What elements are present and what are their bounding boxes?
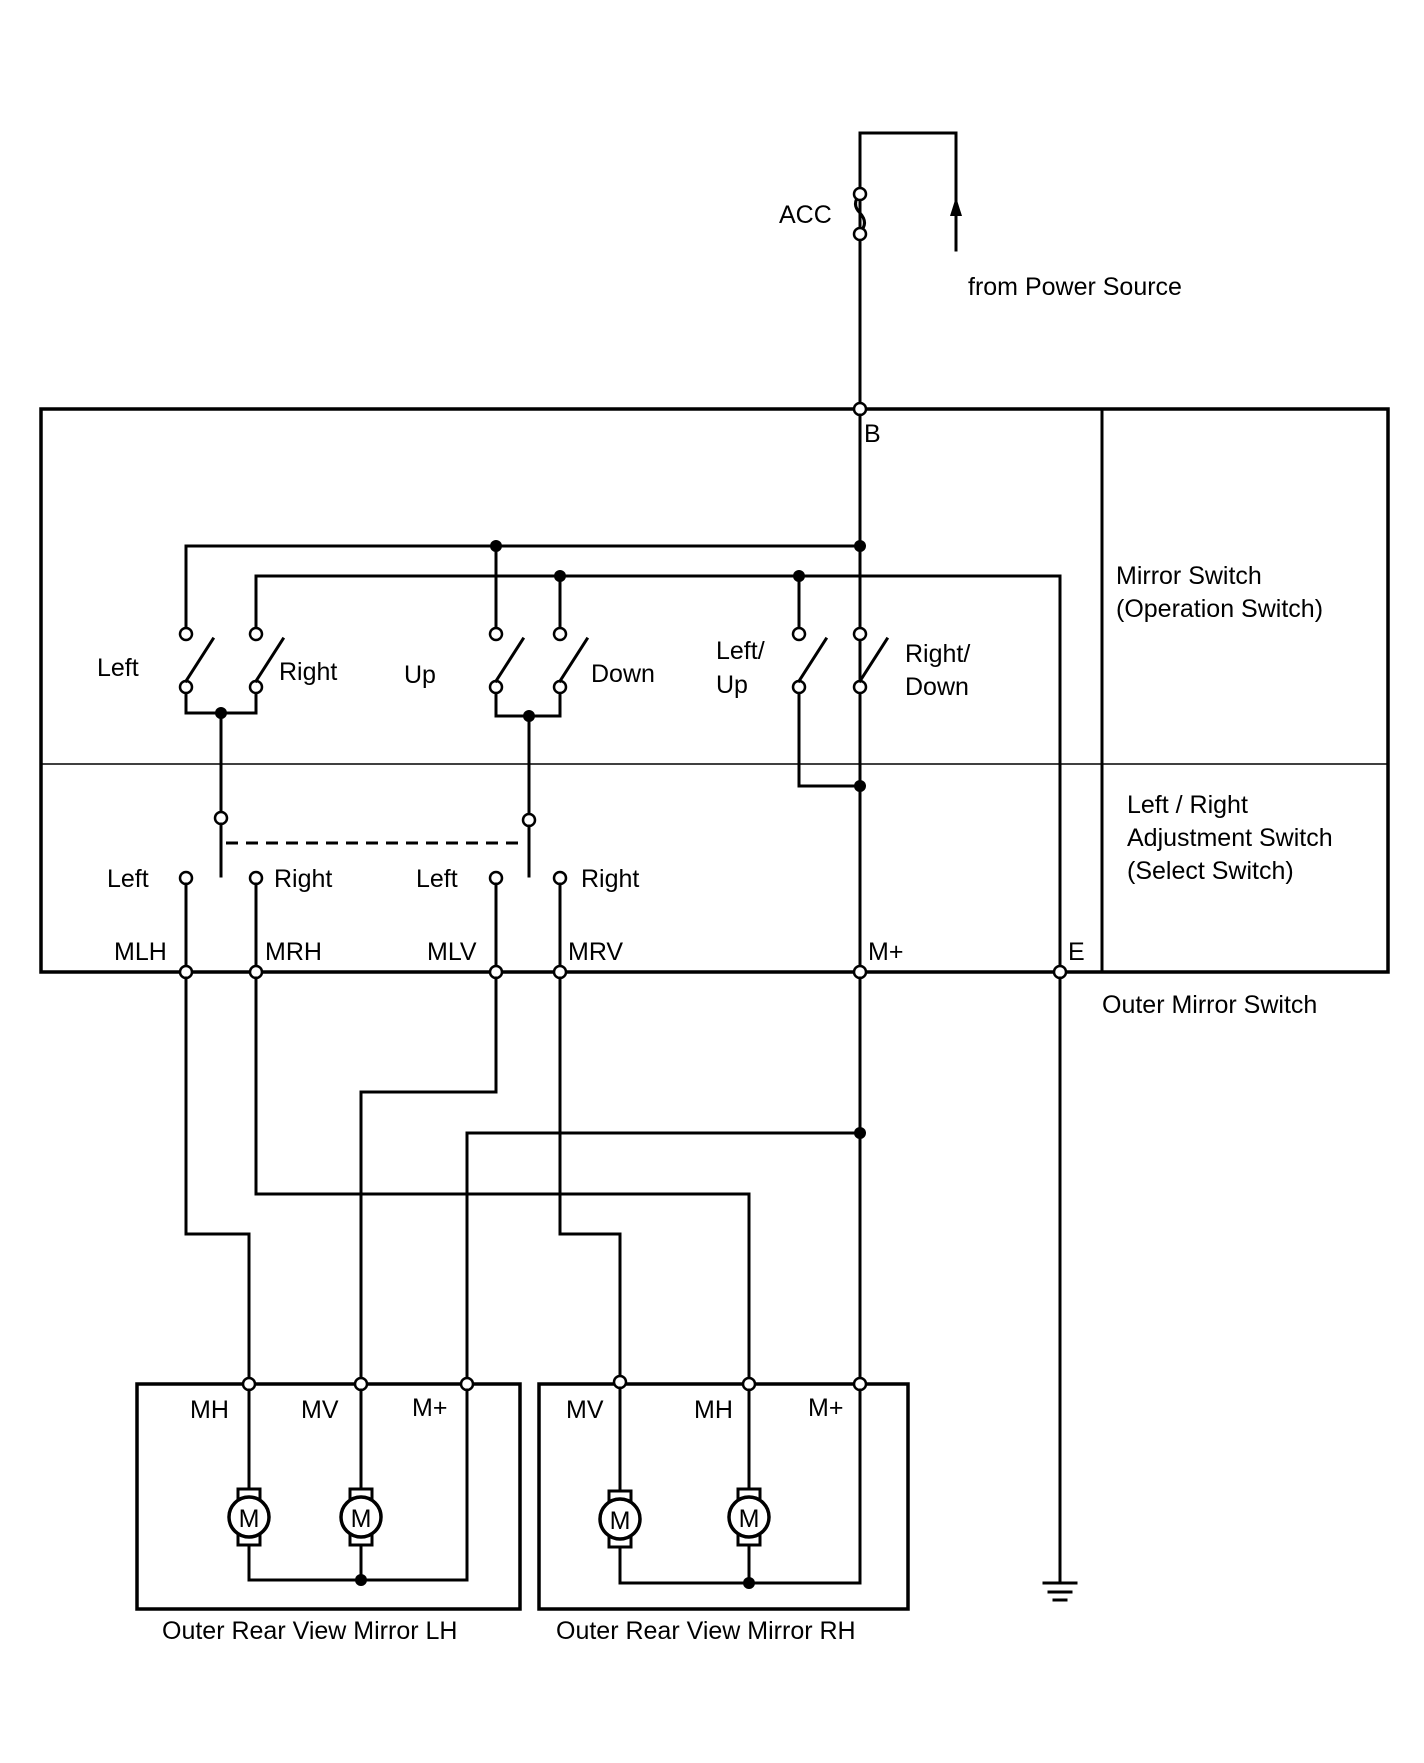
- outer-mirror-switch-label: Outer Mirror Switch: [1102, 991, 1317, 1019]
- lh-mplus-label: M+: [412, 1394, 447, 1422]
- operation-switch-title-1: Mirror Switch: [1116, 562, 1262, 590]
- rh-terminal-mv: [612, 1374, 628, 1390]
- ground-icon: [1042, 1581, 1078, 1602]
- terminal-mlh: [178, 964, 194, 980]
- terminal-b: [852, 401, 868, 417]
- power-source-label: from Power Source: [968, 273, 1182, 301]
- mirror-rh-label: Outer Rear View Mirror RH: [556, 1617, 856, 1645]
- lh-motor-mv-symbol: M: [351, 1505, 372, 1533]
- terminal-mplus-label: M+: [868, 938, 903, 966]
- terminal-mrh: [248, 964, 264, 980]
- terminal-mrv-label: MRV: [568, 938, 623, 966]
- rh-mplus-label: M+: [808, 1394, 843, 1422]
- rh-motor-mh-icon: M: [727, 1487, 771, 1547]
- operation-switch-up: [488, 626, 526, 695]
- harness-wiring: [184, 976, 1062, 1585]
- rh-internal-wiring: [618, 1386, 862, 1585]
- lh-terminal-mh: [241, 1376, 257, 1392]
- terminal-mlv-label: MLV: [427, 938, 477, 966]
- terminal-mlh-label: MLH: [114, 938, 167, 966]
- rh-terminal-mh: [741, 1376, 757, 1392]
- terminal-e: [1052, 964, 1068, 980]
- operation-switch-title-2: (Operation Switch): [1116, 595, 1323, 623]
- mirror-lh-label: Outer Rear View Mirror LH: [162, 1617, 457, 1645]
- power-source-wiring: [852, 131, 962, 412]
- select-switch-horizontal: [178, 810, 264, 886]
- operation-switch-left: [178, 626, 216, 695]
- lh-motor-mh-symbol: M: [239, 1505, 260, 1533]
- op-left-up-label-2: Up: [716, 671, 748, 699]
- mirror-lh-box: [135, 1382, 522, 1611]
- sel-left-a-label: Left: [107, 865, 149, 893]
- sel-right-a-label: Right: [274, 865, 332, 893]
- sel-left-b-label: Left: [416, 865, 458, 893]
- operation-switch-right: [248, 626, 286, 695]
- rh-motor-mv-symbol: M: [610, 1507, 631, 1535]
- power-source-arrow-icon: [950, 197, 962, 216]
- lh-motor-mv-icon: M: [339, 1487, 383, 1547]
- op-right-label: Right: [279, 658, 337, 686]
- op-down-label: Down: [591, 660, 655, 688]
- select-switch-title-2: Adjustment Switch: [1127, 824, 1333, 852]
- rh-mh-label: MH: [694, 1396, 733, 1424]
- terminal-e-label: E: [1068, 938, 1085, 966]
- rh-motor-mv-icon: M: [598, 1489, 642, 1549]
- op-right-down-label-1: Right/: [905, 640, 970, 668]
- select-switch-title-3: (Select Switch): [1127, 857, 1294, 885]
- terminal-mlv: [488, 964, 504, 980]
- lh-terminal-mplus: [459, 1376, 475, 1392]
- op-left-up-label-1: Left/: [716, 637, 765, 665]
- op-left-label: Left: [97, 654, 139, 682]
- select-switch-title-1: Left / Right: [1127, 791, 1248, 819]
- operation-switch-down: [552, 626, 590, 695]
- acc-label: ACC: [779, 201, 832, 229]
- operation-switch-right-down: [852, 626, 890, 695]
- lh-mh-label: MH: [190, 1396, 229, 1424]
- select-output-wiring: [184, 882, 562, 968]
- op-right-down-label-2: Down: [905, 673, 969, 701]
- lh-motor-mh-icon: M: [227, 1487, 271, 1547]
- mirror-rh-box: [537, 1382, 910, 1611]
- lh-terminal-mv: [353, 1376, 369, 1392]
- select-switch-vertical: [488, 812, 568, 886]
- sel-right-b-label: Right: [581, 865, 639, 893]
- rh-mv-label: MV: [566, 1396, 604, 1424]
- terminal-mrv: [552, 964, 568, 980]
- outer-mirror-switch-box: [39, 407, 1390, 974]
- terminal-mplus: [852, 964, 868, 980]
- lh-mv-label: MV: [301, 1396, 339, 1424]
- op-up-label: Up: [404, 661, 436, 689]
- rh-motor-mh-symbol: M: [739, 1505, 760, 1533]
- terminal-b-label: B: [864, 420, 881, 448]
- terminal-mrh-label: MRH: [265, 938, 322, 966]
- operation-switch-left-up: [791, 626, 829, 695]
- rh-terminal-mplus: [852, 1376, 868, 1392]
